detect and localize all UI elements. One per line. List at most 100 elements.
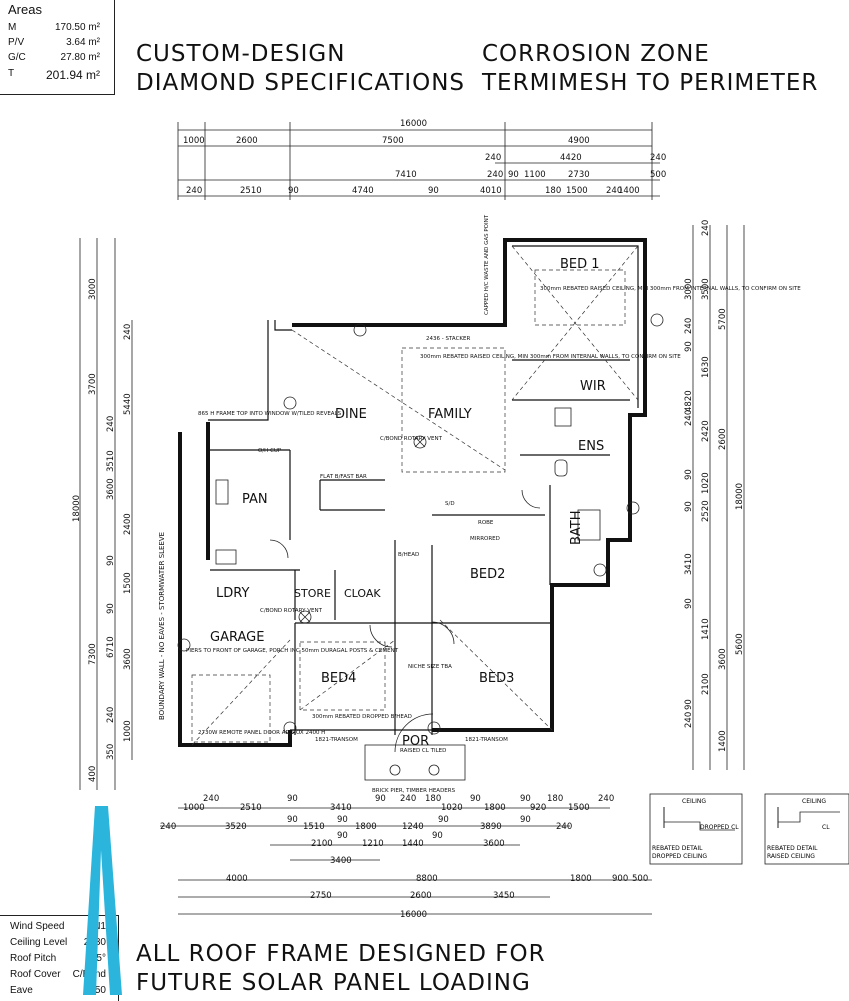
spec-value: N1 <box>93 921 106 932</box>
dimension-label: 3600 <box>123 648 133 670</box>
note-line: ALL ROOF FRAME DESIGNED FOR <box>136 941 546 967</box>
dimension-label: 2600 <box>410 891 432 901</box>
detail-caption: REBATED DETAIL <box>767 845 818 852</box>
room-bed4: BED4 <box>321 671 356 686</box>
dimension-label: 180 <box>547 794 563 804</box>
annotation-stacker: 2436 - STACKER <box>426 336 470 342</box>
dimension-label: 240 <box>203 794 219 804</box>
dimension-label: 18000 <box>735 483 745 510</box>
annotation-oh-cup: O/H CUP <box>258 448 282 454</box>
room-family: FAMILY <box>428 407 472 422</box>
dimension-label: 90 <box>287 794 298 804</box>
dimension-label: 240 <box>701 220 711 236</box>
dimension-label: 90 <box>684 501 694 512</box>
spec-key: Wind Speed <box>10 921 65 932</box>
dimension-label: 2750 <box>310 891 332 901</box>
dimension-label: 90 <box>337 815 348 825</box>
dimension-label: 3890 <box>480 822 502 832</box>
detail-label: CL <box>822 824 830 831</box>
room-ens: ENS <box>578 439 604 454</box>
note-line: FUTURE SOLAR PANEL LOADING <box>136 970 531 996</box>
dimension-label: 400 <box>88 766 98 782</box>
dimension-label: 1500 <box>568 803 590 813</box>
dimension-label: 180 <box>425 794 441 804</box>
dimension-label: 1500 <box>123 572 133 594</box>
annotation-sd: S/D <box>445 501 455 507</box>
detail-label: DROPPED CL <box>700 824 739 831</box>
dimension-label: 18000 <box>72 495 82 522</box>
dimension-label: 900 <box>612 874 628 884</box>
dimension-label: 4900 <box>568 136 590 146</box>
dimension-label: 90 <box>375 794 386 804</box>
dimension-label: 1800 <box>355 822 377 832</box>
annotation-bar: FLAT B/FAST BAR <box>320 474 367 480</box>
dimension-label: 1410 <box>701 618 711 640</box>
annotation-transom-left: 1821-TRANSOM <box>315 737 358 743</box>
note-line: CUSTOM-DESIGN <box>136 41 346 67</box>
dimension-label: 3000 <box>684 278 694 300</box>
dimension-label: 7500 <box>382 136 404 146</box>
dimension-label: 240 <box>400 794 416 804</box>
areas-value: 201.94 m² <box>45 68 100 82</box>
dimension-label: 4000 <box>226 874 248 884</box>
room-bed1: BED 1 <box>560 257 600 272</box>
dimension-label: 90 <box>428 186 439 196</box>
dimension-label: 3600 <box>106 478 116 500</box>
annotation-bed4-ceiling: 300mm REBATED DROPPED B/HEAD <box>312 714 412 720</box>
dimension-label: 90 <box>508 170 519 180</box>
dimension-label: 90 <box>288 186 299 196</box>
roof-lines <box>191 245 639 746</box>
room-wir: WIR <box>580 379 606 394</box>
room-ldry: LDRY <box>216 586 249 601</box>
dimension-label: 90 <box>337 831 348 841</box>
annotation-family-ceiling: 300mm REBATED RAISED CEILING, MIN 300mm … <box>420 354 681 360</box>
dimension-label: 90 <box>520 815 531 825</box>
dimension-label: 90 <box>106 555 116 566</box>
room-cloak: CLOAK <box>344 587 381 600</box>
dimension-label: 4010 <box>480 186 502 196</box>
dimension-label: 1000 <box>183 803 205 813</box>
dimension-label: 90 <box>684 699 694 710</box>
annotation-capped-waste: CAPPED H/C WASTE AND GAS POINT <box>484 214 490 315</box>
areas-value: 27.80 m² <box>60 52 100 63</box>
dimension-label: 2400 <box>123 513 133 535</box>
dimension-label: 240 <box>485 153 501 163</box>
dimension-label: 2420 <box>701 420 711 442</box>
dimension-label: 1510 <box>303 822 325 832</box>
dimension-label: 240 <box>106 416 116 432</box>
rebated-detail-dropped: CEILING DROPPED CL REBATED DETAIL DROPPE… <box>649 793 743 865</box>
dimension-label: 3600 <box>483 839 505 849</box>
annotation-vent-2: C/BOND ROTARY VENT <box>260 608 323 614</box>
dimension-label: 16000 <box>400 119 427 129</box>
areas-key: T <box>8 68 15 79</box>
dimension-label: 90 <box>470 794 481 804</box>
dimension-label: 240 <box>598 794 614 804</box>
dimension-label: 240 <box>106 707 116 723</box>
note-line: DIAMOND SPECIFICATIONS <box>136 70 466 96</box>
dimension-label: 240 <box>650 153 666 163</box>
dimension-label: 90 <box>684 469 694 480</box>
annotation-boundary: BOUNDARY WALL - NO EAVES - STORMWATER SL… <box>158 532 166 720</box>
spec-key: Ceiling Level <box>10 937 68 948</box>
dimension-label: 240 <box>556 822 572 832</box>
dimension-label: 90 <box>684 341 694 352</box>
spec-key: Eave <box>10 985 33 996</box>
annotation-niche: NICHE SIZE TBA <box>408 664 452 670</box>
dimension-label: 90 <box>106 603 116 614</box>
dimension-label: 7410 <box>395 170 417 180</box>
room-store: STORE <box>294 587 331 600</box>
dimension-label: 7300 <box>88 643 98 665</box>
dimension-label: 240 <box>684 318 694 334</box>
dimension-label: 3000 <box>88 278 98 300</box>
annotation-brick-pier: BRICK PIER, TIMBER HEADERS <box>372 788 456 794</box>
spec-value: 450 <box>89 985 106 996</box>
spec-key: Roof Pitch <box>10 953 57 964</box>
dimension-label: 90 <box>520 794 531 804</box>
dimension-label: 4740 <box>352 186 374 196</box>
dimension-label: 2520 <box>701 500 711 522</box>
dimension-label: 90 <box>438 815 449 825</box>
note-line: TERMIMESH TO PERIMETER <box>482 70 819 96</box>
dimension-label: 6710 <box>106 636 116 658</box>
note-line: CORROSION ZONE <box>482 41 710 67</box>
areas-table: Areas M 170.50 m² P/V 3.64 m² G/C 27.80 … <box>0 0 115 95</box>
